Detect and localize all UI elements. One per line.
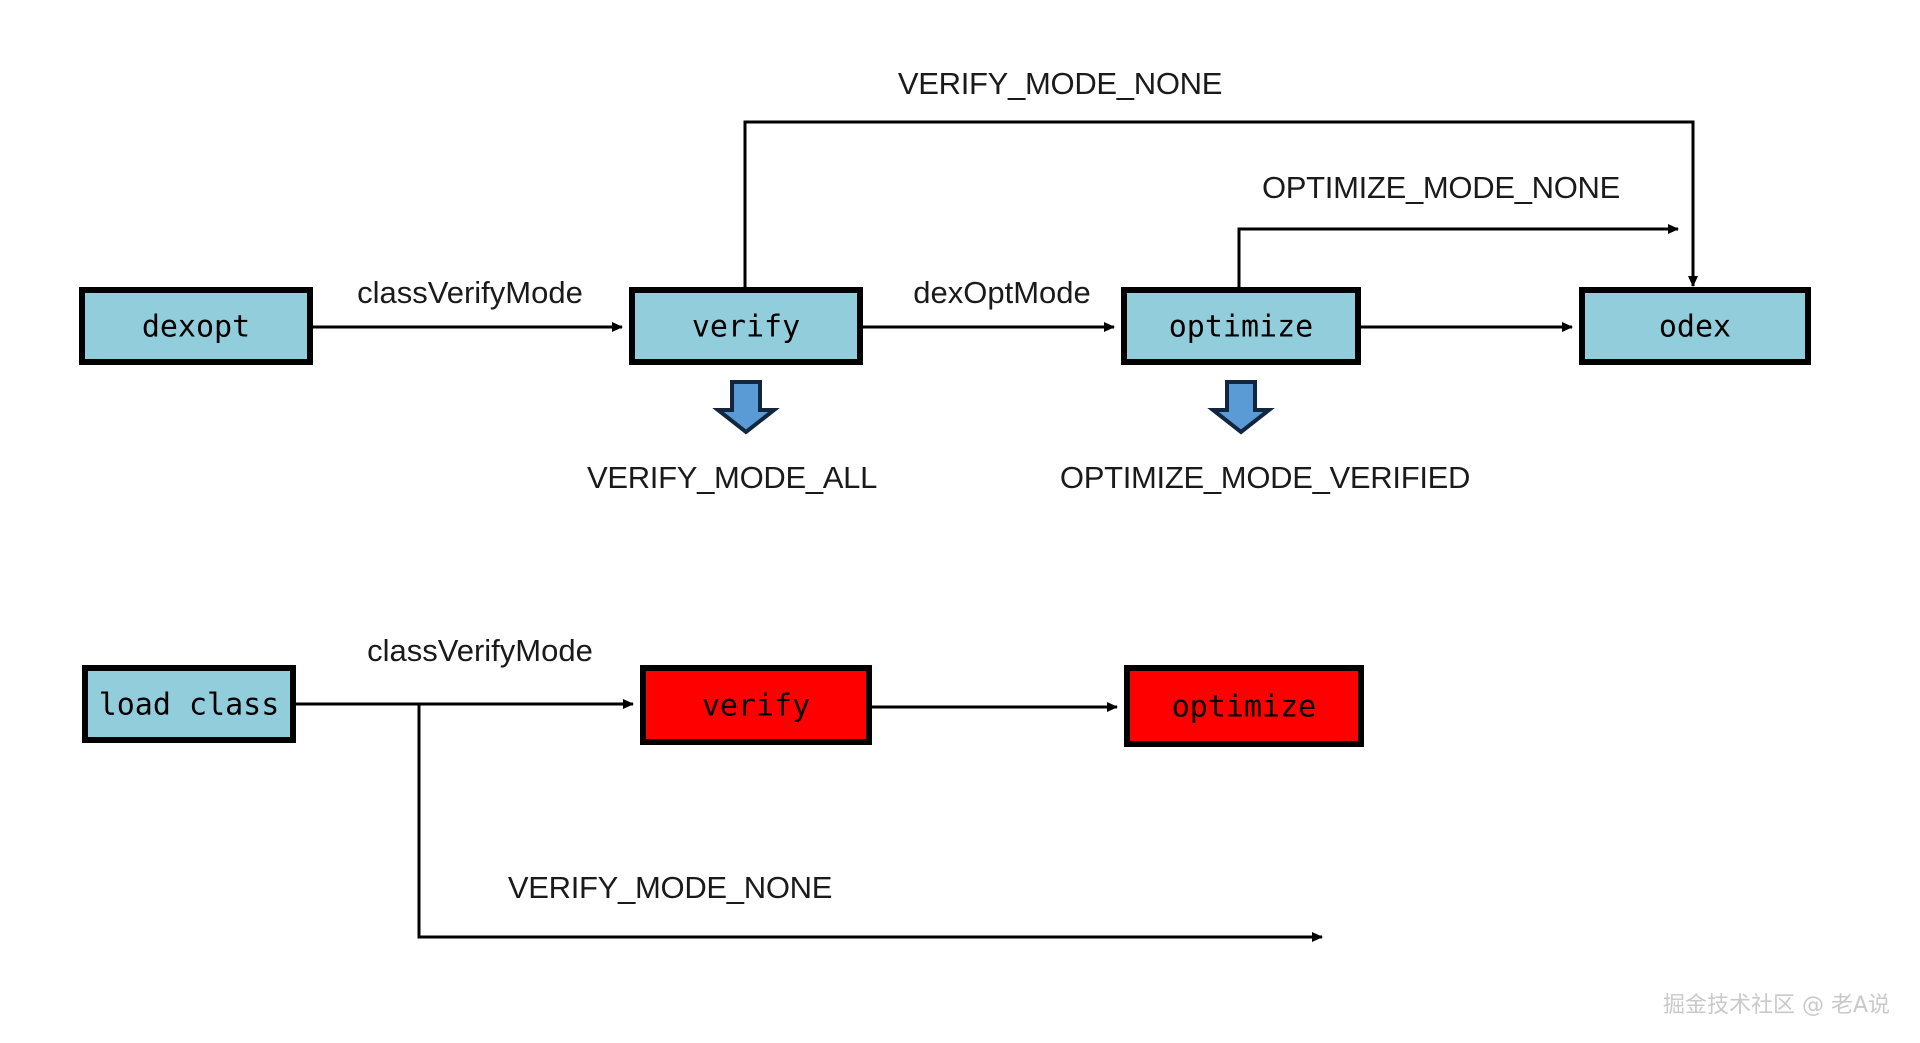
node-verify[interactable]: verify	[629, 287, 863, 365]
block-arrow-down-optimize	[1207, 380, 1275, 435]
edge-verify-to-optimize: dexOptMode	[860, 275, 1115, 332]
edge-label-verify-mode-none-bottom: VERIFY_MODE_NONE	[508, 870, 832, 905]
edge-label-optimize-mode-none-top: OPTIMIZE_MODE_NONE	[1262, 170, 1620, 205]
node-odex[interactable]: odex	[1579, 287, 1811, 365]
edge-verify-bypass-to-odex: VERIFY_MODE_NONE	[743, 66, 1698, 290]
watermark: 掘金技术社区 @ 老A说	[1663, 993, 1890, 1018]
node-load-class[interactable]: load class	[82, 665, 296, 743]
edge-label-verify-mode-none-top: VERIFY_MODE_NONE	[898, 66, 1222, 101]
edge-label-class-verify-mode-bottom: classVerifyMode	[367, 633, 593, 668]
edge-dexopt-to-verify: classVerifyMode	[310, 275, 623, 332]
edge-optimize-bypass-to-odex: OPTIMIZE_MODE_NONE	[1237, 170, 1679, 290]
node-label-odex: odex	[1659, 310, 1731, 345]
edge-loadclass-to-verify-red: classVerifyMode	[293, 633, 634, 709]
edge-label-class-verify-mode-top: classVerifyMode	[357, 275, 583, 310]
node-verify-red[interactable]: verify	[640, 665, 872, 745]
node-label-dexopt: dexopt	[142, 310, 250, 345]
node-optimize[interactable]: optimize	[1121, 287, 1361, 365]
node-label-optimize-red: optimize	[1172, 690, 1317, 725]
node-label-load-class: load class	[99, 688, 280, 723]
node-dexopt[interactable]: dexopt	[79, 287, 313, 365]
block-arrow-down-verify	[712, 380, 780, 435]
edge-loadclass-bypass: VERIFY_MODE_NONE	[417, 704, 1323, 942]
node-optimize-red[interactable]: optimize	[1124, 665, 1364, 747]
node-label-verify-red: verify	[702, 689, 810, 724]
edge-label-dexopt-mode: dexOptMode	[913, 275, 1091, 310]
node-label-optimize: optimize	[1169, 310, 1314, 345]
annotation-verify-mode-all: VERIFY_MODE_ALL	[587, 460, 877, 495]
annotation-optimize-mode-verified: OPTIMIZE_MODE_VERIFIED	[1060, 460, 1470, 495]
node-label-verify: verify	[692, 310, 800, 345]
